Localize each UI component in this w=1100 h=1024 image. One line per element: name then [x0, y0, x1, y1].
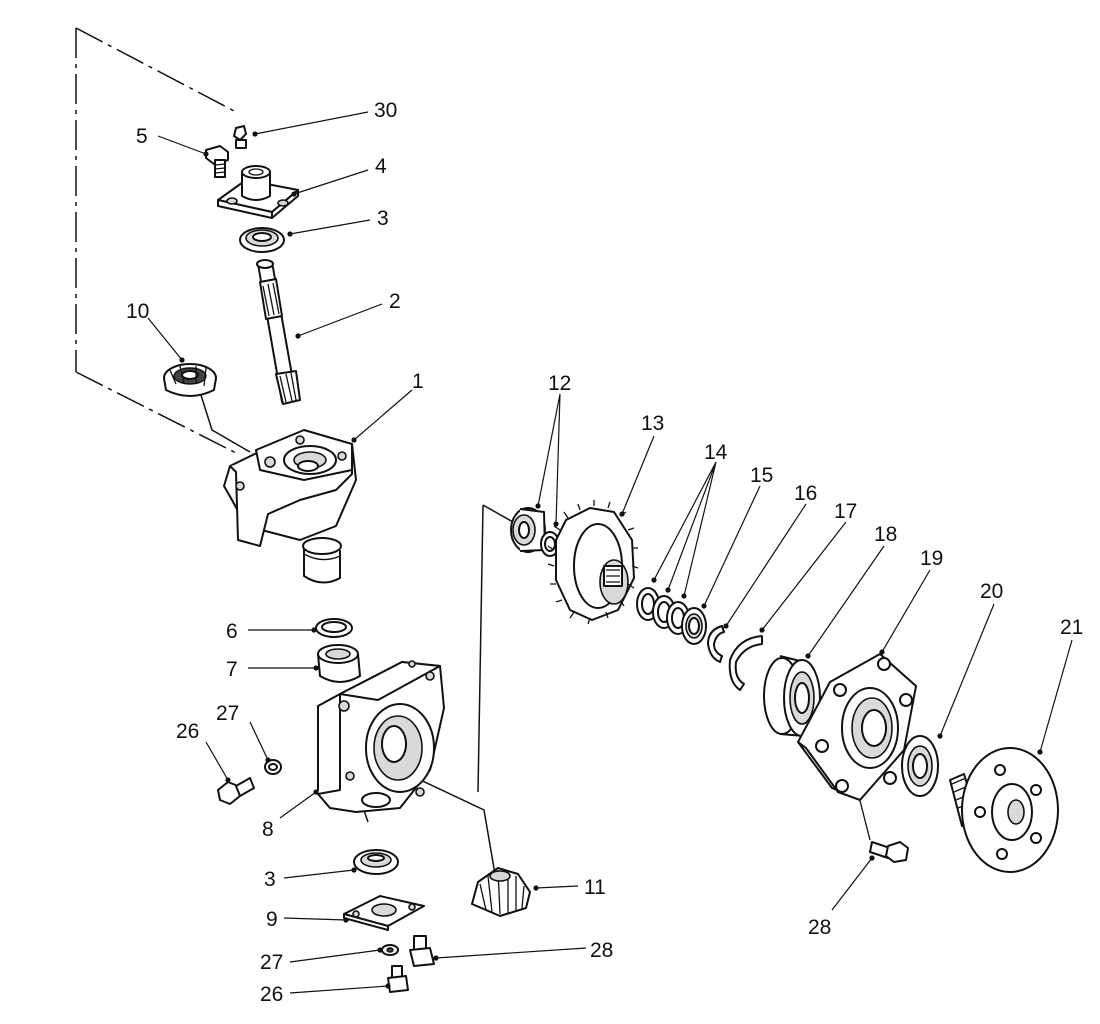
callout-20: 20	[980, 580, 1003, 603]
callout-15: 15	[750, 464, 773, 487]
callout-11: 11	[584, 876, 606, 899]
callout-21: 21	[1060, 616, 1083, 639]
part-8-lower-gearcase	[317, 660, 445, 813]
callout-1: 1	[412, 370, 424, 393]
callout-26-left: 26	[176, 720, 199, 743]
callout-14: 14	[704, 441, 728, 464]
callout-10: 10	[126, 300, 149, 323]
callout-3-upper: 3	[377, 207, 389, 230]
assembly-axis-lines	[75, 27, 871, 881]
part-27-washer-left	[264, 759, 282, 775]
part-27-washer-lower	[381, 944, 399, 956]
callout-19: 19	[920, 547, 943, 570]
callout-13: 13	[641, 412, 664, 435]
part-15-washer	[681, 607, 707, 645]
part-14-shims	[636, 587, 690, 635]
part-2-splined-shaft	[256, 259, 301, 405]
callout-6: 6	[226, 620, 238, 643]
part-10-bevel-gear	[163, 363, 217, 397]
part-6-snap-ring	[315, 618, 353, 638]
callout-27-lower: 27	[260, 951, 283, 974]
leader-lines	[147, 111, 1073, 994]
callout-9: 9	[266, 908, 278, 931]
part-17-snap-ring	[728, 635, 763, 691]
part-30-grease-fitting	[233, 125, 247, 149]
part-3-upper-bearing	[239, 227, 285, 253]
part-26-bolt-lower	[387, 965, 409, 993]
callout-27-left: 27	[216, 702, 239, 725]
part-16-snap-ring	[707, 625, 725, 663]
part-21-drive-flange	[949, 747, 1059, 873]
callout-28-lower: 28	[590, 939, 613, 962]
part-28-bolt-right	[869, 841, 909, 863]
part-9-cover-plate	[343, 895, 425, 931]
callout-2: 2	[389, 290, 401, 313]
part-1-upper-gearcase	[223, 429, 357, 584]
callout-26-lower: 26	[260, 983, 283, 1006]
part-12-bearing-spacer	[510, 507, 560, 557]
part-3-lower-bearing	[353, 849, 399, 875]
callout-labels: 30 5 4 3 2 10 1 6 7 27 26 8 3 9 11 27 28…	[126, 99, 1083, 1006]
callout-17: 17	[834, 500, 857, 523]
part-13-ring-gear	[547, 500, 639, 625]
callout-5: 5	[136, 125, 148, 148]
callout-30: 30	[374, 99, 397, 122]
part-20-seal	[901, 735, 939, 797]
part-19-bearing-retainer	[797, 653, 917, 801]
callout-8: 8	[262, 818, 274, 841]
part-28-bolt-lower	[409, 935, 435, 967]
part-7-bushing	[317, 644, 361, 683]
callout-12: 12	[548, 372, 571, 395]
callout-28-right: 28	[808, 916, 831, 939]
part-5-bolt	[205, 145, 229, 178]
callout-4: 4	[375, 155, 387, 178]
callout-18: 18	[874, 523, 897, 546]
callout-16: 16	[794, 482, 817, 505]
callout-7: 7	[226, 658, 238, 681]
part-4-flanged-housing	[217, 165, 299, 219]
part-26-bolt-left	[217, 777, 255, 805]
callout-3-lower: 3	[264, 868, 276, 891]
part-11-pinion-gear	[471, 867, 531, 917]
